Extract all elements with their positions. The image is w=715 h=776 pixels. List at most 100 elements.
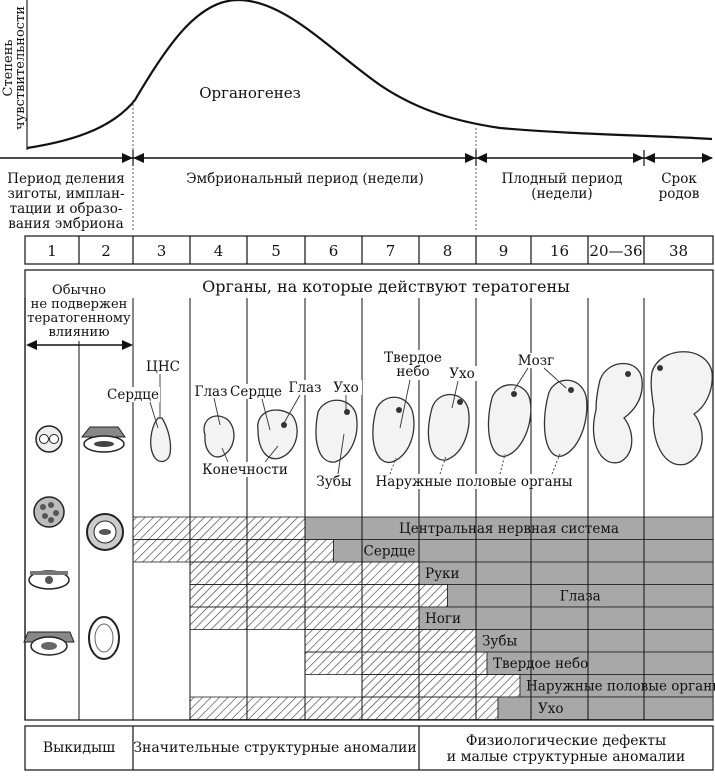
y-axis-label-2: чувствительности xyxy=(13,6,28,130)
embryo-week8-icon xyxy=(427,393,470,461)
blastocyst-icon xyxy=(28,570,70,590)
weeks-row-frame xyxy=(24,235,714,265)
chorion-icon xyxy=(86,513,124,551)
organogenesis-label: Органогенез xyxy=(199,84,301,102)
not-susceptible-block: Обычно не подвержен тератогенному влияни… xyxy=(26,281,133,350)
label-heart-week3: Сердце xyxy=(107,387,159,403)
organ-bar-label: Твердое небо xyxy=(493,656,588,672)
week-cell: 8 xyxy=(443,242,453,260)
week-cell: 6 xyxy=(329,242,339,260)
hatched-bar xyxy=(132,539,334,563)
not-susceptible-label-3: тератогенному xyxy=(27,311,131,326)
not-susceptible-label-2: не подвержен xyxy=(31,297,128,312)
arrow-right-icon xyxy=(122,340,133,350)
hatched-bar xyxy=(189,696,499,720)
label-teeth: Зубы xyxy=(316,474,351,490)
week-cell: 5 xyxy=(271,242,281,260)
fetal-period-label-2: (недели) xyxy=(531,186,592,202)
week-cell: 3 xyxy=(157,242,167,260)
term-label-2: родов xyxy=(659,186,700,202)
embryo-week6-icon xyxy=(315,399,358,463)
embryo-annotations: ЦНС Сердце Глаз Сердце Глаз Ухо Конечнос… xyxy=(106,350,573,490)
arrow-left-icon xyxy=(133,153,144,163)
implantation-icon xyxy=(23,631,75,656)
solid-bar xyxy=(418,606,714,630)
fetus-week20-36-icon xyxy=(592,363,643,464)
label-eye-week4: Глаз xyxy=(195,384,228,400)
embryo-week3-icon xyxy=(150,417,172,463)
not-susceptible-label-1: Обычно xyxy=(52,283,106,298)
label-brain: Мозг xyxy=(518,353,554,369)
early-stage-illustrations xyxy=(23,425,126,660)
organ-bar-label: Ухо xyxy=(538,701,564,717)
organ-bar-label: Наружные половые органы xyxy=(526,679,715,695)
embryo-week7-icon xyxy=(372,396,415,463)
embryonic-period-label: Эмбриональный период (недели) xyxy=(186,171,423,187)
label-heart-week5: Сердце xyxy=(230,384,282,400)
solid-bar xyxy=(497,696,714,720)
outcome-minor-2: и малые структурные аномалии xyxy=(447,749,685,765)
hatched-bar xyxy=(304,629,477,653)
arrow-right-icon xyxy=(702,153,713,163)
organs-header-bg xyxy=(196,274,576,298)
organ-bar-label: Руки xyxy=(425,566,459,582)
outcome-major-anomalies: Значительные структурные аномалии xyxy=(133,740,416,756)
outcome-minor-1: Физиологические дефекты xyxy=(466,733,666,749)
embryo-illustrations xyxy=(150,351,713,466)
week-cell: 9 xyxy=(499,242,509,260)
organ-bar-label: Центральная нервная система xyxy=(399,521,619,537)
organ-bar-label: Глаза xyxy=(560,589,601,605)
fetal-period-label-1: Плодный период xyxy=(502,171,623,187)
zygote-icon xyxy=(35,425,63,453)
label-external-genitalia: Наружные половые органы xyxy=(376,474,573,490)
organ-bar-label: Ноги xyxy=(425,611,461,627)
arrow-right-icon xyxy=(122,153,133,163)
label-ear-week8: Ухо xyxy=(449,366,475,382)
label-ear-week6: Ухо xyxy=(333,380,359,396)
label-palate-1: Твердое xyxy=(384,350,442,366)
not-susceptible-label-4: влиянию xyxy=(48,325,109,340)
embryo-week4-icon xyxy=(203,415,235,458)
sensitivity-curve-section: Степень чувствительности Органогенез xyxy=(1,0,713,230)
outcome-miscarriage: Выкидыш xyxy=(43,740,115,756)
cleavage-period-label-2: зиготы, имплан- xyxy=(7,186,124,202)
label-palate-2: небо xyxy=(396,364,429,380)
label-eye-week5: Глаз xyxy=(289,380,322,396)
hatched-bar xyxy=(304,651,488,675)
hatched-bar xyxy=(132,516,306,540)
amnion-icon xyxy=(88,616,120,660)
cleavage-period-label-3: тации и образо- xyxy=(10,201,123,217)
label-cns: ЦНС xyxy=(146,359,180,375)
cleavage-period-label-1: Период деления xyxy=(7,171,125,187)
cleavage-period-label-4: вания эмбриона xyxy=(8,216,123,232)
organ-bar-label: Зубы xyxy=(482,634,517,650)
week-cell: 2 xyxy=(101,242,111,260)
week-cell: 20—36 xyxy=(589,242,642,260)
term-label-1: Срок xyxy=(661,171,697,187)
solid-bar xyxy=(418,561,714,585)
arrow-left-icon xyxy=(644,153,655,163)
periods-section: Период деления зиготы, имплан- тации и о… xyxy=(0,150,713,232)
morula-icon xyxy=(33,496,65,528)
organ-bar-label: Сердце xyxy=(364,544,416,560)
fetus-week38-icon xyxy=(650,351,713,466)
embryo-disc-icon xyxy=(80,426,126,453)
fetus-week16-icon xyxy=(543,379,588,457)
week-cell: 38 xyxy=(669,242,688,260)
organs-header: Органы, на которые действуют тератогены xyxy=(202,277,570,296)
hatched-bar xyxy=(189,584,448,608)
arrow-left-icon xyxy=(476,153,487,163)
label-limbs: Конечности xyxy=(202,462,288,478)
outcomes-row: Выкидыш Значительные структурные аномали… xyxy=(24,725,714,771)
week-cell: 16 xyxy=(550,242,569,260)
week-cell: 7 xyxy=(386,242,396,260)
hatched-bar xyxy=(361,674,521,698)
y-axis-label-1: Степень xyxy=(1,40,16,97)
arrow-right-icon xyxy=(633,153,644,163)
arrow-right-icon xyxy=(465,153,476,163)
fetus-week9-icon xyxy=(487,384,532,457)
arrow-left-icon xyxy=(26,340,37,350)
